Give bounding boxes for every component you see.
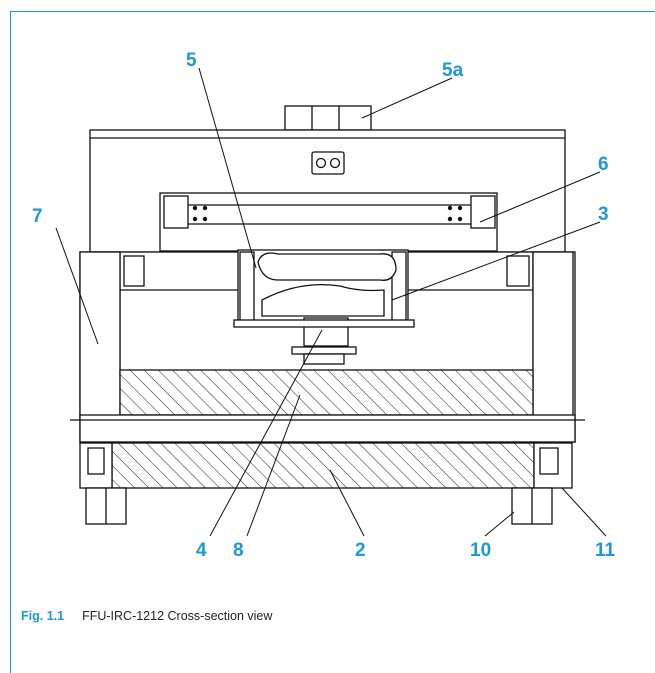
corner-block-11 [79,442,573,489]
callout-8: 8 [233,540,244,561]
support-legs-10 [85,487,553,525]
figure-caption-text: FFU-IRC-1212 Cross-section view [82,609,273,623]
callout-5: 5 [186,50,197,71]
callout-6: 6 [598,154,609,175]
figure-caption: Fig. 1.1 FFU-IRC-1212 Cross-section view [21,609,272,623]
cross-section-diagram: 5 5a 6 7 3 4 8 2 10 11 [32,50,616,561]
lower-rail [70,414,585,443]
fan-unit [233,249,415,365]
frame-top-line [10,11,655,12]
bracket-bolts [192,205,463,222]
callout-10: 10 [470,540,491,561]
callout-5a: 5a [442,60,464,81]
leader-lines [55,67,607,537]
callout-3: 3 [598,204,609,225]
mounting-bracket-6 [159,192,498,252]
outlet-duct-5a [284,105,372,131]
filter-8 [119,369,534,416]
callout-4: 4 [196,540,207,561]
callout-2: 2 [355,540,366,561]
callout-11: 11 [595,540,616,561]
frame-left-line [10,11,11,673]
callout-7: 7 [32,206,43,227]
side-column-7 [79,251,574,419]
filter-2 [111,442,535,489]
figure-label: Fig. 1.1 [21,609,65,623]
